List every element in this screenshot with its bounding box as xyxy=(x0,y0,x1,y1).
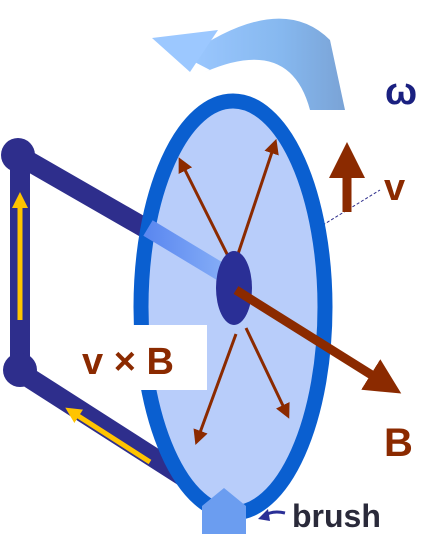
hub xyxy=(216,251,252,325)
velocity-label: v xyxy=(384,167,405,209)
axle xyxy=(143,220,231,283)
brush-contact xyxy=(202,488,246,534)
brush-pointer-icon xyxy=(258,509,286,521)
omega-label: ω xyxy=(385,71,417,113)
current-arrows xyxy=(11,191,152,465)
rotation-arrow-icon xyxy=(152,18,345,110)
brush-label: brush xyxy=(292,498,381,534)
cross-product-label-box xyxy=(75,325,207,390)
radial-force-arrows xyxy=(178,138,290,446)
field-label: B xyxy=(384,421,413,465)
magnetic-field-arrow xyxy=(233,286,402,394)
cross-product-label: v × B xyxy=(82,341,174,383)
